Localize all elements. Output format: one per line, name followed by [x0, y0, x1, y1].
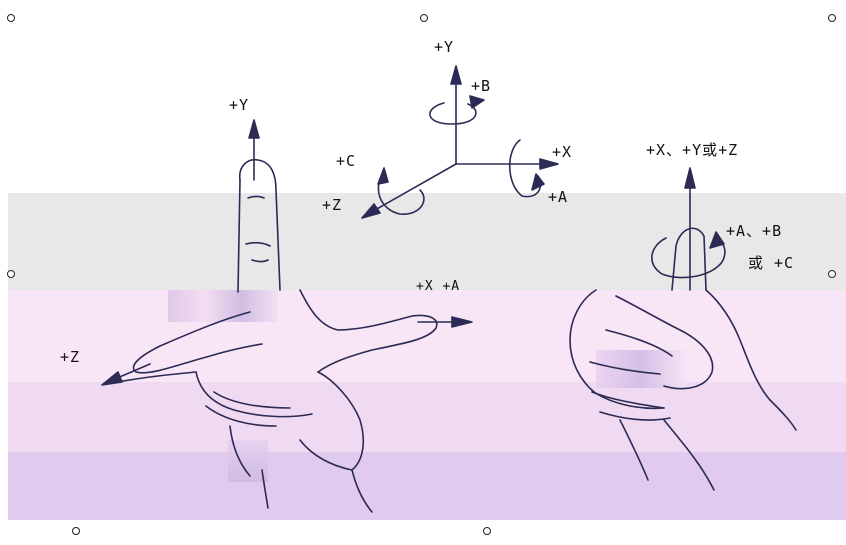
- axes-c-label: +C: [336, 152, 356, 170]
- axis-z-arrow: [362, 204, 380, 218]
- rotation-b-arrow: [430, 103, 476, 124]
- axes-y-label: +Y: [434, 38, 454, 56]
- left-y-label: +Y: [229, 96, 249, 114]
- axes-b-label: +B: [471, 77, 491, 95]
- left-thumb: [300, 290, 437, 372]
- axes-a-label: +A: [548, 188, 568, 206]
- right-thumb: [672, 228, 706, 290]
- right-fist: [570, 290, 664, 408]
- right-rotation-label-2: 或 +C: [748, 252, 794, 273]
- axis-y-arrow: [451, 66, 461, 84]
- right-rotation-label-1: +A、+B: [726, 220, 782, 241]
- left-x-label: +X +A: [416, 279, 460, 294]
- axis-z-line: [368, 164, 456, 214]
- axes-x-label: +X: [552, 143, 572, 161]
- axes-z-label: +Z: [322, 196, 342, 214]
- left-z-label: +Z: [60, 348, 80, 366]
- left-index-finger: [240, 160, 280, 290]
- left-middle-finger: [133, 312, 262, 373]
- right-axis-label: +X、+Y或+Z: [646, 139, 738, 160]
